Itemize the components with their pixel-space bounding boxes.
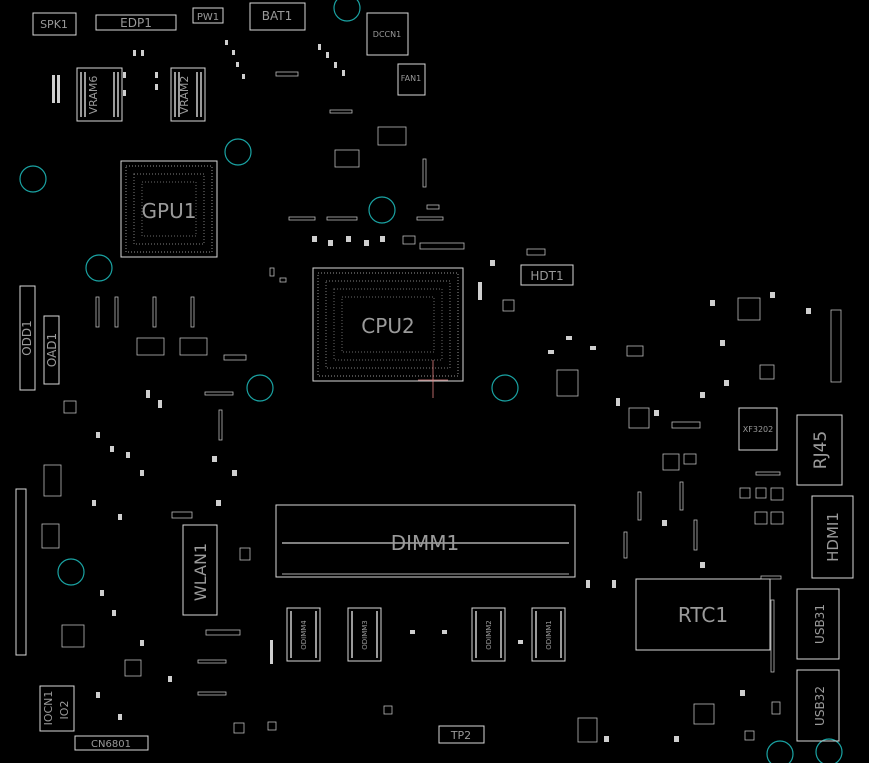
connector-rj45: RJ45 (796, 414, 843, 486)
label-dccn1: DCCN1 (373, 30, 401, 39)
label-xf3202: XF3202 (743, 425, 773, 434)
label-wlan1: WLAN1 (191, 543, 210, 601)
label-io2: IO2 (58, 701, 71, 720)
battery-rtc1: RTC1 (635, 578, 771, 651)
chip-cpu2: CPU2 (312, 267, 464, 398)
label-oad1: OAD1 (45, 333, 59, 367)
mounting-hole (19, 165, 47, 193)
connector-dccn1: DCCN1 (366, 12, 409, 56)
label-usb31: USB31 (813, 604, 827, 644)
label-fan1: FAN1 (401, 74, 421, 83)
chip-vram6: VRAM6 (76, 67, 123, 122)
mounting-hole (246, 374, 274, 402)
label-odimm3: ODIMM3 (361, 620, 369, 650)
connector-cn6801: CN6801 (74, 735, 149, 751)
label-usb32: USB32 (813, 686, 827, 726)
chip-odimm4: ODIMM4 (286, 607, 321, 662)
connector-oad1: OAD1 (43, 315, 60, 385)
label-odimm2: ODIMM2 (485, 620, 493, 650)
label-odimm1: ODIMM1 (545, 620, 553, 650)
label-spk1: SPK1 (40, 18, 68, 31)
mounting-holes (19, 0, 843, 763)
testpoint-tp2: TP2 (438, 725, 485, 744)
label-cpu2: CPU2 (361, 314, 414, 338)
chip-gpu1: GPU1 (120, 160, 218, 258)
label-odimm4: ODIMM4 (300, 620, 308, 650)
label-tp2: TP2 (450, 729, 471, 742)
mounting-hole (368, 196, 396, 224)
label-hdmi1: HDMI1 (824, 512, 842, 562)
pad-clusters (52, 40, 811, 742)
passive-components (41, 71, 842, 743)
mounting-hole (815, 738, 843, 763)
connector-usb32: USB32 (796, 669, 840, 742)
connector-spk1: SPK1 (32, 12, 77, 36)
label-bat1: BAT1 (262, 9, 292, 23)
label-rj45: RJ45 (811, 431, 831, 469)
connector-hdt1: HDT1 (520, 264, 574, 286)
mounting-hole (85, 254, 113, 282)
label-iocn1: IOCN1 (42, 691, 55, 726)
mounting-hole (333, 0, 361, 22)
connector-hdmi1: HDMI1 (811, 495, 854, 579)
connector-edp1: EDP1 (95, 14, 177, 31)
slot-wlan1: WLAN1 (182, 524, 218, 616)
mounting-hole (491, 374, 519, 402)
label-cn6801: CN6801 (91, 739, 131, 750)
slot-dimm1: DIMM1 (275, 504, 576, 578)
chip-vram2: VRAM2 (170, 67, 206, 122)
label-odd1: ODD1 (20, 320, 34, 356)
chip-xf3202: XF3202 (738, 407, 778, 451)
label-pw1: PW1 (197, 12, 219, 23)
label-edp1: EDP1 (120, 16, 152, 30)
label-hdt1: HDT1 (530, 269, 563, 283)
label-vram6: VRAM6 (87, 76, 100, 115)
mounting-hole (57, 558, 85, 586)
label-rtc1: RTC1 (678, 603, 728, 627)
chip-odimm3: ODIMM3 (347, 607, 382, 662)
connector-pw1: PW1 (192, 7, 224, 24)
connector-usb31: USB31 (796, 588, 840, 660)
connector-iocn1: IOCN1 IO2 (39, 685, 75, 732)
label-gpu1: GPU1 (142, 199, 197, 223)
mounting-hole (224, 138, 252, 166)
chip-odimm1: ODIMM1 (531, 607, 566, 662)
connector-odd1: ODD1 (19, 285, 36, 391)
chip-odimm2: ODIMM2 (471, 607, 506, 662)
connector-bat1: BAT1 (249, 2, 306, 31)
mounting-hole (766, 740, 794, 763)
label-vram2: VRAM2 (178, 76, 191, 115)
connector-fan1: FAN1 (397, 63, 426, 96)
label-dimm1: DIMM1 (391, 531, 460, 555)
